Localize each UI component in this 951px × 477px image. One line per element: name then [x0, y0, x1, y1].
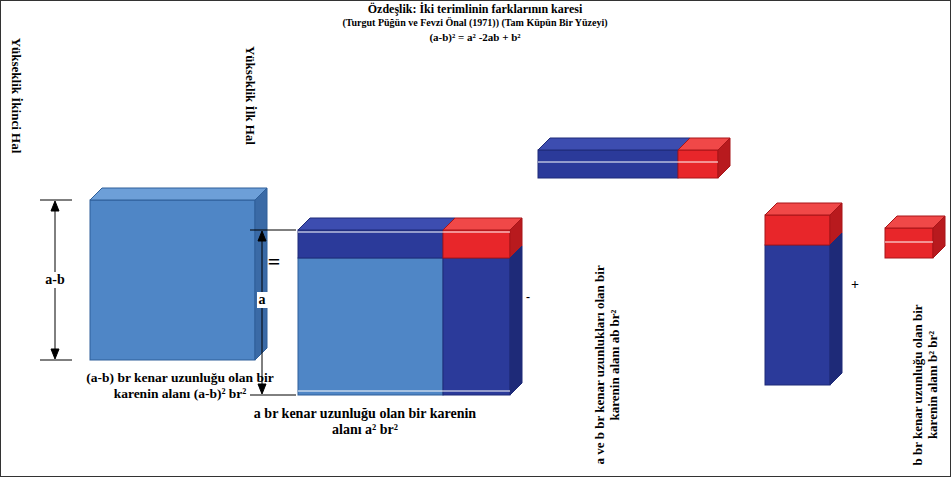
bar-ab-vertical [765, 203, 842, 385]
area-caption: a ve b br kenar uzunlukları olan bir kar… [593, 260, 623, 470]
identity-formula: (a-b)² = a² -2ab + b² [429, 31, 520, 44]
dimension-label: a [257, 292, 268, 308]
bar-ab-horizontal [538, 138, 730, 178]
area-caption: (a-b) br kenar uzunluğu olan bir karenin… [65, 370, 295, 401]
square-a [298, 218, 522, 395]
equals-sign: = [268, 249, 281, 274]
dimension-label: a-b [43, 272, 66, 288]
square-b [885, 216, 945, 258]
height-label: Yükseklik İlk Hal [242, 46, 257, 145]
height-label: Yükseklik İkinci Hal [9, 37, 24, 153]
minus-sign: - [526, 291, 530, 305]
area-caption: a br kenar uzunluğu olan bir karenin ala… [245, 406, 485, 438]
source-note: (Turgut Püğün ve Fevzi Önal (1971)) (Tam… [342, 17, 607, 29]
plus-sign: + [851, 277, 859, 293]
dimension-a-minus-b [40, 200, 72, 360]
dimension-a [250, 230, 296, 395]
title: Özdeşlik: İki terimlinin farklarının kar… [368, 3, 582, 17]
area-caption: b br kenar uzunluğu olan bir karenin ala… [911, 300, 941, 470]
cube-a-minus-b [90, 188, 267, 360]
